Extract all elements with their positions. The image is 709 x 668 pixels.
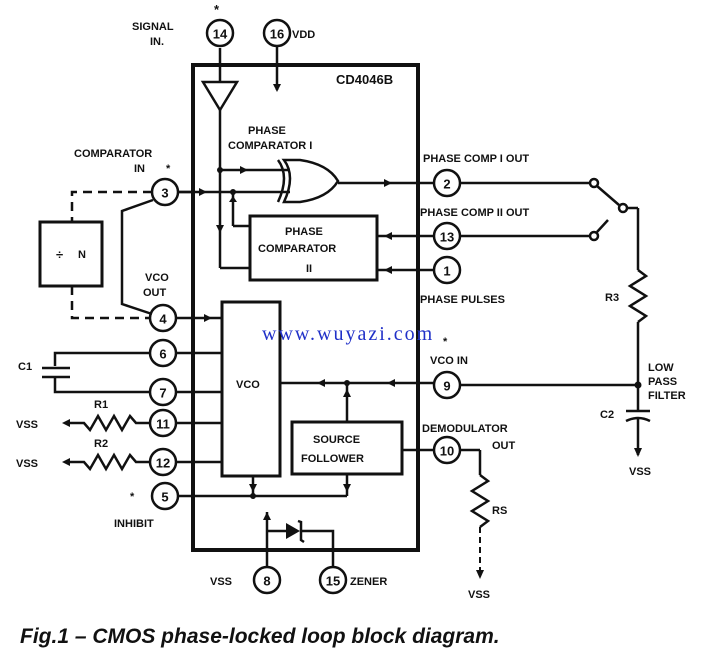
resistor-r3 — [627, 269, 649, 323]
chip-outline — [191, 63, 420, 552]
c1-wire-top — [53, 351, 150, 366]
pin-6: 6 — [148, 338, 222, 368]
pin-13: PHASE COMP II OUT 13 — [420, 207, 590, 251]
svg-text:2: 2 — [443, 177, 450, 192]
source-follower-block — [290, 420, 404, 476]
divide-symbol: ÷ — [56, 247, 63, 262]
signal-in-label-1: SIGNAL — [132, 21, 174, 33]
pin-9-mark: * — [443, 336, 448, 348]
phase-pulses-label: PHASE PULSES — [420, 294, 505, 306]
pin-5: * 5 INHIBIT — [114, 481, 347, 530]
selector-switch — [588, 177, 640, 270]
source-follower-label-2: FOLLOWER — [301, 453, 364, 465]
vco-block — [220, 300, 282, 478]
pc2-label-3: II — [306, 263, 312, 275]
svg-text:5: 5 — [161, 490, 168, 505]
divider-out-dashed — [70, 286, 150, 320]
pin-12: 12 — [148, 447, 222, 477]
pin-9: VCO IN * 9 — [430, 336, 642, 400]
svg-text:13: 13 — [440, 230, 454, 245]
vco-in-label: VCO IN — [430, 355, 468, 367]
svg-text:9: 9 — [443, 379, 450, 394]
resistor-rs — [469, 474, 491, 528]
svg-text:8: 8 — [263, 574, 270, 589]
figure-caption: Fig.1 – CMOS phase-locked loop block dia… — [20, 625, 500, 648]
demodulator-out-label-2: OUT — [492, 440, 516, 452]
vco-label: VCO — [236, 379, 260, 391]
svg-text:12: 12 — [156, 456, 170, 471]
c1-label: C1 — [18, 361, 32, 373]
pin-4: VCO OUT 4 — [143, 272, 222, 333]
pin-15: 15 ZENER — [318, 565, 387, 595]
r3-label: R3 — [605, 292, 619, 304]
pc1-label-2: COMPARATOR I — [228, 140, 312, 152]
pin-3: COMPARATOR IN * 3 — [74, 148, 193, 207]
svg-text:10: 10 — [440, 444, 454, 459]
rs-label: RS — [492, 505, 507, 517]
phase-comp-1-out-label: PHASE COMP I OUT — [423, 153, 529, 165]
r2-label: R2 — [94, 438, 108, 450]
pin-5-mark: * — [130, 491, 135, 503]
demodulator-out-label-1: DEMODULATOR — [422, 423, 508, 435]
divide-by-n-block — [38, 220, 104, 288]
pin3-pin4-jumper — [120, 198, 154, 316]
svg-text:6: 6 — [159, 347, 166, 362]
pin-1: 1 PHASE PULSES — [420, 255, 505, 306]
pin-10: DEMODULATOR OUT 10 — [402, 423, 516, 475]
filter-label-2: PASS — [648, 376, 677, 388]
filter-label-3: FILTER — [648, 390, 686, 402]
vco-out-label-2: OUT — [143, 287, 167, 299]
vss-c2-label: VSS — [629, 466, 651, 478]
capacitor-c2-plate-2 — [625, 416, 651, 423]
watermark: www.wuyazi.com — [262, 323, 434, 345]
vdd-label: VDD — [292, 29, 315, 41]
svg-text:14: 14 — [213, 27, 228, 42]
resistor-r2 — [66, 452, 150, 472]
pin-2: PHASE COMP I OUT 2 — [420, 153, 590, 198]
svg-text:1: 1 — [443, 264, 450, 279]
pin-7: 7 — [148, 377, 222, 407]
phase-comp-2-out-label: PHASE COMP II OUT — [420, 207, 529, 219]
pin-3-mark: * — [166, 163, 171, 175]
input-buffer — [200, 80, 240, 113]
pin-16: 16 VDD — [262, 18, 315, 92]
vco-out-label-1: VCO — [145, 272, 169, 284]
svg-text:11: 11 — [156, 417, 170, 432]
svg-text:3: 3 — [161, 186, 168, 201]
pc2-label-2: COMPARATOR — [258, 243, 336, 255]
divide-n-label: N — [78, 249, 86, 261]
phase-comparator-2-block — [248, 214, 379, 282]
svg-text:4: 4 — [159, 312, 167, 327]
chip-part-number: CD4046B — [336, 72, 393, 87]
vss-r1-label: VSS — [16, 419, 38, 431]
filter-label-1: LOW — [648, 362, 674, 374]
vss-r2-label: VSS — [16, 458, 38, 470]
vss-rs-label: VSS — [468, 589, 490, 601]
xor-gate-phase-comparator-1 — [276, 158, 340, 204]
pin-8: VSS 8 — [210, 565, 282, 595]
r1-label: R1 — [94, 399, 108, 411]
svg-text:7: 7 — [159, 386, 166, 401]
c1-wire-bottom — [53, 378, 150, 394]
comparator-in-label-1: COMPARATOR — [74, 148, 152, 160]
pc2-label-1: PHASE — [285, 226, 323, 238]
vss-pin-8-label: VSS — [210, 576, 232, 588]
pc1-label-1: PHASE — [248, 125, 286, 137]
comparator-in-label-2: IN — [134, 163, 145, 175]
signal-in-label-2: IN. — [150, 36, 164, 48]
divider-in-dashed — [70, 190, 152, 222]
inhibit-label: INHIBIT — [114, 518, 154, 530]
zener-diode — [286, 523, 300, 539]
svg-text:15: 15 — [326, 574, 340, 589]
svg-text:16: 16 — [270, 27, 284, 42]
pin-14-mark: * — [214, 2, 220, 17]
source-follower-label-1: SOURCE — [313, 434, 360, 446]
resistor-r1 — [66, 413, 150, 433]
pin-14: 14 * SIGNAL IN. — [132, 2, 235, 82]
c2-label: C2 — [600, 409, 614, 421]
zener-label: ZENER — [350, 576, 387, 588]
pin-11: 11 — [148, 408, 222, 438]
